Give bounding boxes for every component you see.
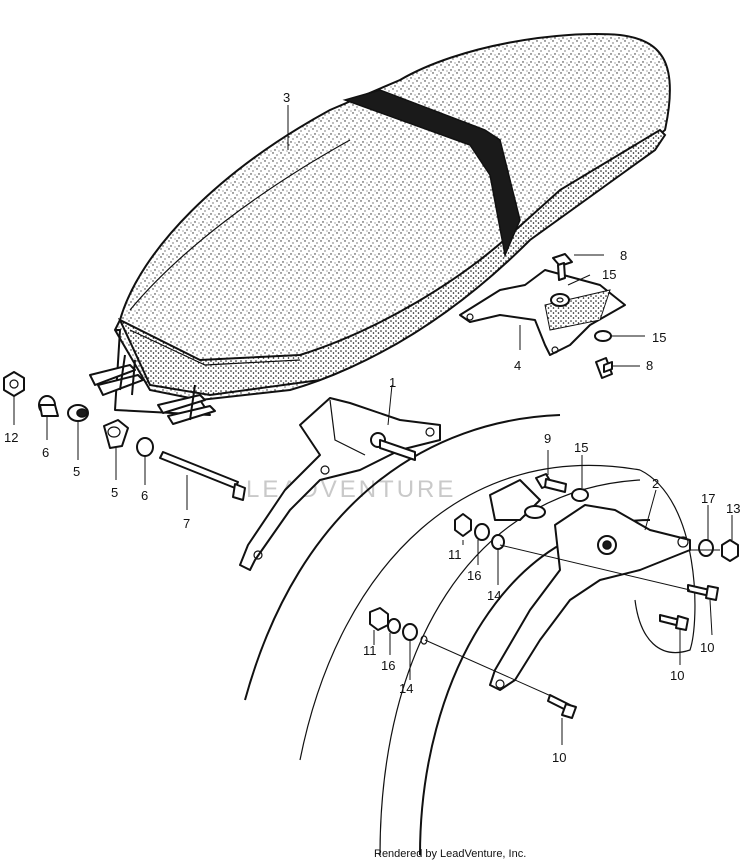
seat-bracket-1 [239, 397, 441, 571]
spacer-6-right [136, 437, 154, 457]
callout-11-upper: 11 [448, 547, 462, 562]
seat-front-hooks [89, 354, 216, 425]
washer-small-lower [420, 635, 428, 645]
callout-13: 13 [726, 501, 740, 516]
washer-17 [698, 539, 714, 557]
credit-text: Rendered by LeadVenture, Inc. [374, 848, 527, 860]
washer-16-upper [474, 523, 490, 541]
callout-15-right: 15 [652, 330, 666, 345]
callout-15-top: 15 [602, 267, 616, 282]
grab-rail-2 [489, 479, 691, 691]
nut-13 [721, 539, 739, 562]
bolt-8-right [595, 357, 613, 379]
washer-15-rear [571, 488, 589, 502]
leader-lines [13, 105, 733, 745]
nut-12 [3, 371, 25, 397]
spacer-6-left [38, 395, 59, 417]
callout-10-middle: 10 [670, 668, 684, 683]
bolt-10-upper [687, 584, 719, 601]
rear-fender [244, 414, 696, 856]
callout-16-upper: 16 [467, 568, 481, 583]
callout-7: 7 [183, 516, 190, 531]
callout-17: 17 [701, 491, 715, 506]
washer-14-upper [491, 534, 505, 550]
callout-9: 9 [544, 431, 551, 446]
washer-16-lower [387, 618, 401, 634]
callout-5-right: 5 [111, 485, 118, 500]
callout-6-right: 6 [141, 488, 148, 503]
callout-10-upper: 10 [700, 640, 714, 655]
callout-11-lower: 11 [363, 643, 377, 658]
callout-2: 2 [652, 476, 659, 491]
washer-15-right [594, 330, 612, 342]
seat-assembly [113, 33, 671, 416]
nut-11-upper [454, 513, 472, 537]
grommet-5-right [103, 419, 129, 449]
callout-14-lower: 14 [399, 681, 413, 696]
callout-12: 12 [4, 430, 18, 445]
callout-1: 1 [389, 375, 396, 390]
callout-16-lower: 16 [381, 658, 395, 673]
callouts: 3 8 15 4 15 8 1 12 6 5 5 6 7 9 15 2 17 1… [4, 90, 740, 765]
bolt-10-lower [547, 694, 577, 719]
bolt-10-middle [659, 614, 689, 631]
callout-8-right: 8 [646, 358, 653, 373]
grommet-5-left [67, 404, 89, 422]
callout-6-left: 6 [42, 445, 49, 460]
callout-8-top: 8 [620, 248, 627, 263]
washer-15-top [550, 293, 570, 307]
callout-5-left: 5 [73, 464, 80, 479]
shaft-7 [159, 451, 246, 501]
callout-14-upper: 14 [487, 588, 501, 603]
callout-3: 3 [283, 90, 290, 105]
callout-4: 4 [514, 358, 521, 373]
washer-14-lower [402, 623, 418, 641]
nut-11-lower [369, 607, 389, 631]
bolt-8-top [552, 253, 573, 281]
seat-hinge-plate [459, 269, 626, 356]
callout-10-lower: 10 [552, 750, 566, 765]
callout-15-rear: 15 [574, 440, 588, 455]
bolt-9 [535, 473, 567, 493]
